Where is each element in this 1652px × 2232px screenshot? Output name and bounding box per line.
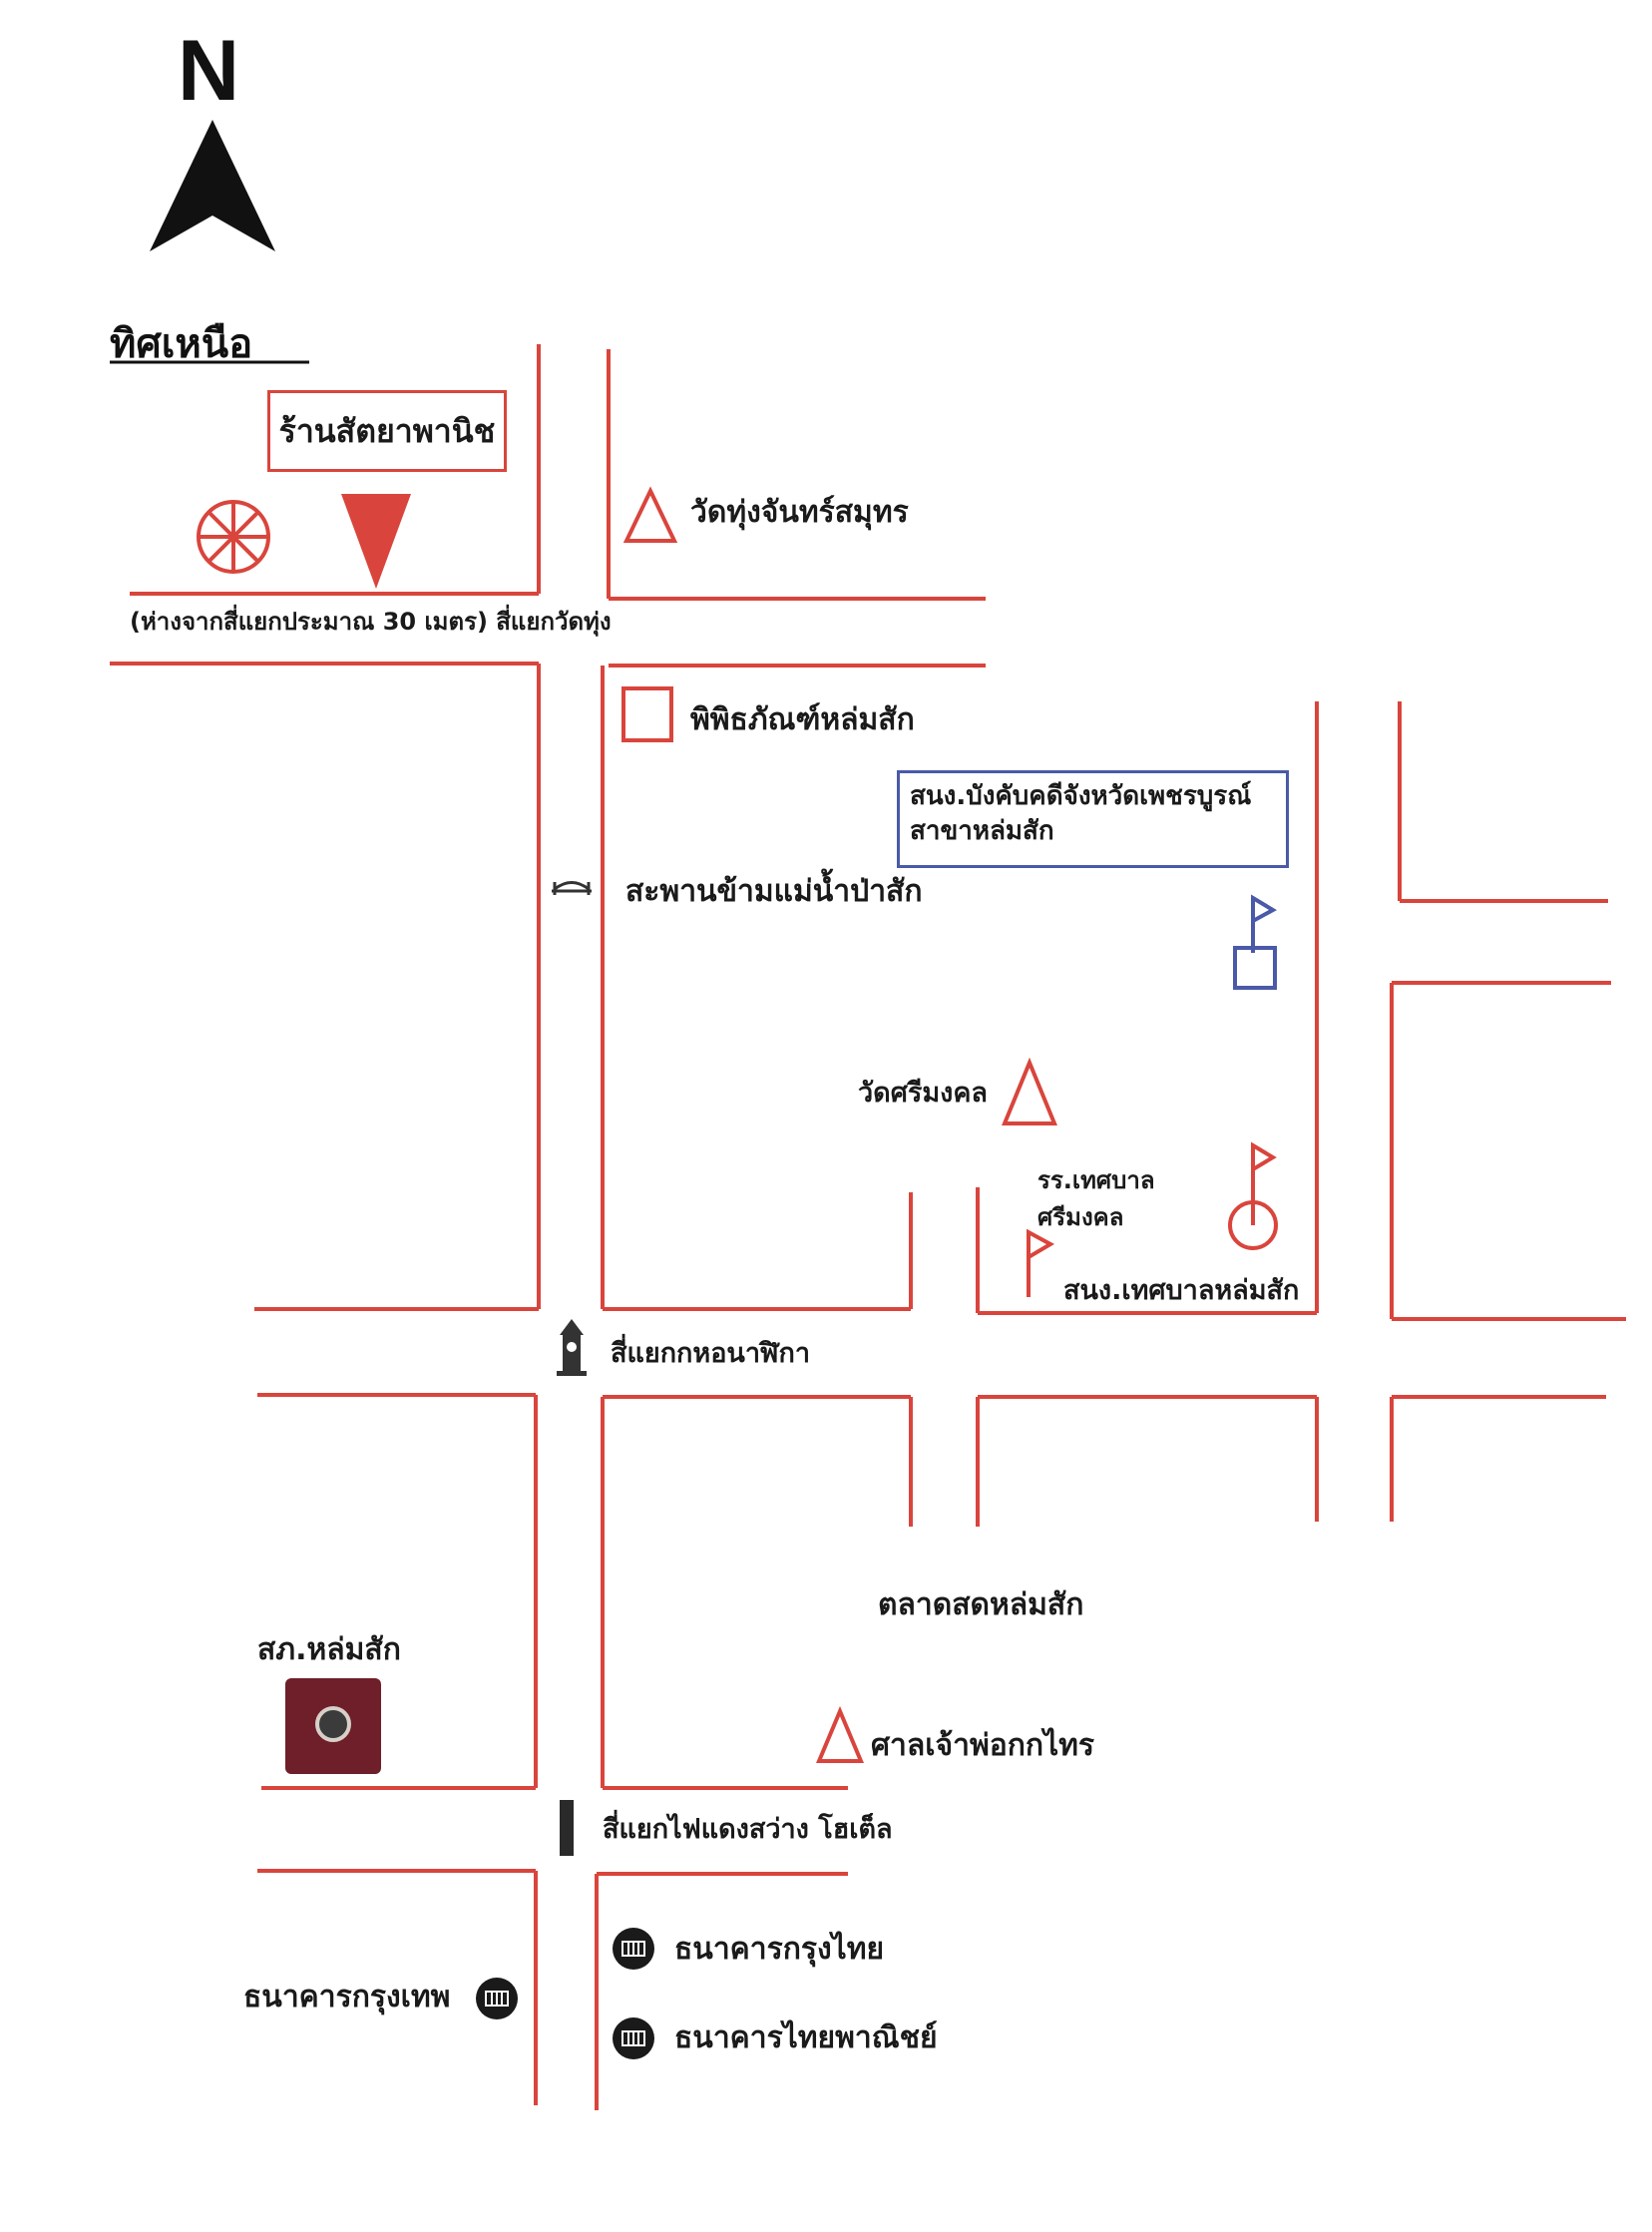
municipal-office-label: สนง.เทศบาลหล่มสัก [1063, 1275, 1300, 1306]
north-heading: ทิศเหนือ [110, 321, 253, 367]
bangkok-bank-label: ธนาคารกรุงเทพ [243, 1980, 451, 2014]
traffic-light-label: สี่แยกไฟแดงสว่าง โฮเต็ล [603, 1814, 893, 1845]
market-label: ตลาดสดหล่มสัก [878, 1587, 1084, 1622]
clock-tower-label: สี่แยกกหอนาฬิกา [611, 1338, 810, 1369]
bank-icon-bangkok-bank [476, 1978, 518, 2019]
north-arrow-icon [150, 120, 275, 251]
shrine-icon [815, 1705, 865, 1763]
temple-icon-wat-si-mongkhon [1002, 1057, 1057, 1125]
bank-icon-krungthai [613, 1928, 654, 1970]
traffic-light-icon [560, 1800, 574, 1856]
temple-icon-wat-thung [622, 486, 678, 543]
school-flag-icon [1228, 1141, 1278, 1250]
museum-label: พิพิธภัณฑ์หล่มสัก [690, 702, 915, 737]
krungthai-label: ธนาคารกรุงไทย [674, 1932, 885, 1967]
wheel-icon [197, 500, 270, 574]
wat-thung-label: วัดทุ่งจันทร์สมุทร [690, 495, 909, 530]
school-label-line2: ศรีมงคล [1037, 1203, 1124, 1231]
wat-si-mongkhon-label: วัดศรีมงคล [858, 1078, 988, 1109]
school-label-line1: รร.เทศบาล [1037, 1166, 1155, 1194]
shop-name-box: ร้านสัตยาพานิช [267, 390, 507, 472]
enforcement-office-line2: สาขาหล่มสัก [910, 816, 1054, 847]
road-network [110, 344, 1626, 2110]
bridge-label: สะพานข้ามแม่น้ำป่าสัก [625, 874, 923, 909]
bridge-icon [552, 881, 592, 895]
clock-tower-icon [557, 1319, 587, 1376]
shop-name: ร้านสัตยาพานิช [278, 411, 496, 450]
government-office-flag-icon [1233, 894, 1278, 990]
museum-icon [621, 686, 673, 742]
shrine-label: ศาลเจ้าพ่อกกไทร [871, 1728, 1095, 1763]
police-seal-icon [315, 1706, 351, 1742]
scb-label: ธนาคารไทยพาณิชย์ [674, 2020, 938, 2055]
enforcement-office-line1: สนง.บังคับคดีจังหวัดเพชรบูรณ์ [910, 781, 1252, 811]
north-letter: N [178, 23, 240, 119]
police-station-label: สภ.หล่มสัก [257, 1632, 401, 1667]
municipal-flag-icon [1027, 1228, 1055, 1297]
shop-location-pin-icon [341, 494, 411, 589]
police-station-logo [285, 1678, 381, 1774]
bank-icon-scb [613, 2017, 654, 2059]
enforcement-office-box: สนง.บังคับคดีจังหวัดเพชรบูรณ์ สาขาหล่มสั… [897, 770, 1289, 868]
distance-note: (ห่างจากสี่แยกประมาณ 30 เมตร) สี่แยกวัดท… [130, 608, 612, 636]
